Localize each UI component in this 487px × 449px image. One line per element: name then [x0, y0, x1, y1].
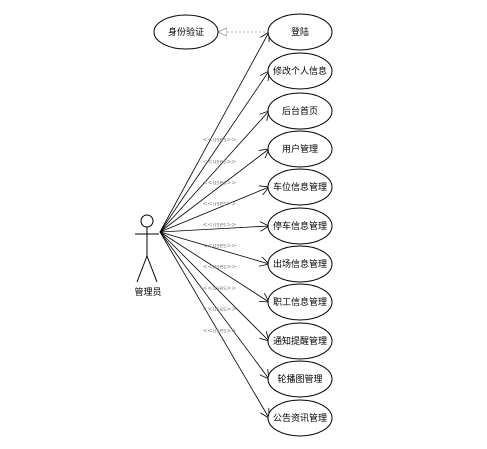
association-line	[159, 111, 269, 233]
use-cases: 登陆修改个人信息后台首页用户管理车位信息管理停车信息管理出场信息管理职工信息管理…	[267, 13, 333, 437]
uses-stereotype-label: <<uses>>	[202, 285, 236, 292]
uses-stereotype-label: <<uses>>	[202, 158, 236, 165]
association-line	[159, 231, 269, 379]
actor-head	[140, 214, 154, 228]
uses-stereotype-label: <<uses>>	[202, 222, 236, 229]
use-case-ellipse	[267, 52, 333, 90]
use-case[interactable]: 停车信息管理	[267, 207, 333, 245]
use-case-ellipse	[267, 245, 333, 283]
use-case[interactable]: 公告资讯管理	[267, 399, 333, 437]
association-line	[159, 149, 269, 233]
use-case-ellipse	[267, 322, 333, 360]
use-case-identity-auth[interactable]: 身份验证	[153, 14, 219, 50]
use-case[interactable]: 职工信息管理	[267, 283, 333, 321]
uses-stereotype-label: <<uses>>	[202, 327, 236, 334]
use-case-label: 停车信息管理	[273, 220, 327, 232]
use-case-ellipse	[267, 283, 333, 321]
use-case-label: 用户管理	[282, 143, 318, 155]
use-case[interactable]: 出场信息管理	[267, 245, 333, 283]
actor-label: 管理员	[134, 286, 161, 298]
use-case[interactable]: 修改个人信息	[267, 52, 333, 90]
use-case-label: 轮播图管理	[277, 373, 322, 385]
association-line	[159, 231, 269, 341]
use-case-label: 公告资讯管理	[273, 412, 327, 424]
use-case[interactable]: 轮播图管理	[267, 360, 333, 398]
actor-right-leg	[146, 255, 158, 283]
uses-stereotype-label: <<uses>>	[202, 179, 236, 186]
use-case-label: 身份验证	[168, 26, 204, 38]
use-case-ellipse	[267, 13, 333, 51]
uses-stereotype-label: <<uses>>	[202, 243, 236, 250]
use-case-ellipse	[153, 14, 219, 50]
use-case[interactable]: 用户管理	[267, 130, 333, 168]
association-line	[159, 71, 269, 233]
use-case-ellipse	[267, 130, 333, 168]
use-case-ellipse	[267, 399, 333, 437]
association-line	[159, 187, 269, 233]
use-case-ellipse	[267, 168, 333, 206]
actor-admin[interactable]: 管理员	[134, 214, 162, 298]
use-case[interactable]: 登陆	[267, 13, 333, 51]
uses-stereotype-label: <<uses>>	[202, 306, 236, 313]
use-case-label: 职工信息管理	[273, 296, 327, 308]
association-line	[159, 231, 269, 264]
use-case[interactable]: 通知提醒管理	[267, 322, 333, 360]
use-case-label: 通知提醒管理	[273, 335, 327, 347]
uses-stereotype-label: <<uses>>	[202, 264, 236, 271]
use-case-label: 修改个人信息	[273, 65, 327, 77]
use-case-label: 登陆	[291, 26, 309, 38]
use-case-ellipse	[267, 92, 333, 130]
use-case-label: 车位信息管理	[273, 181, 327, 193]
association-line	[159, 226, 269, 233]
associations	[159, 32, 269, 418]
actor-left-leg	[136, 255, 148, 283]
association-line	[159, 231, 269, 418]
use-case-ellipse	[267, 360, 333, 398]
stereotype-labels: <<uses>> <<uses>> <<uses>> <<uses>> <<uses>>…	[202, 136, 236, 334]
association-line	[159, 32, 269, 233]
uses-stereotype-label: <<uses>>	[202, 136, 236, 143]
association-line	[159, 231, 269, 302]
use-case[interactable]: 车位信息管理	[267, 168, 333, 206]
use-case-label: 出场信息管理	[273, 258, 327, 270]
use-case-label: 后台首页	[282, 105, 318, 117]
uses-stereotype-label: <<uses>>	[202, 200, 236, 207]
use-case[interactable]: 后台首页	[267, 92, 333, 130]
use-case-ellipse	[267, 207, 333, 245]
